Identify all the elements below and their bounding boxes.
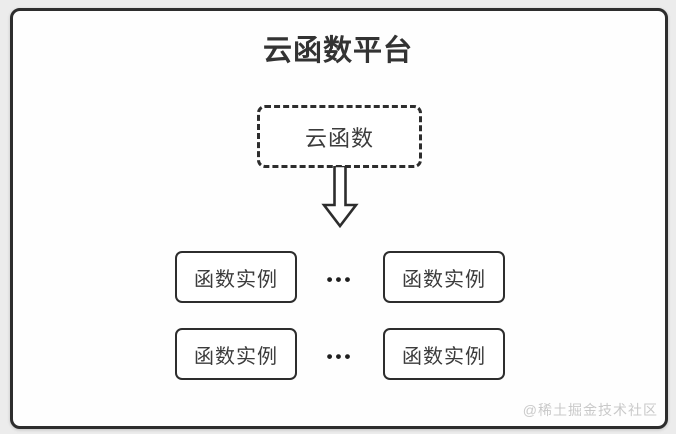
instance-row: 函数实例 ••• 函数实例 (175, 328, 505, 380)
instance-grid: 函数实例 ••• 函数实例 函数实例 ••• 函数实例 (175, 251, 505, 380)
ellipsis-dots: ••• (326, 346, 354, 366)
diagram-title: 云函数平台 (262, 35, 413, 67)
function-instance-box: 函数实例 (382, 328, 505, 380)
function-instance-box: 函数实例 (382, 251, 505, 303)
function-instance-box: 函数实例 (175, 328, 297, 380)
cloud-function-label: 云函数 (304, 125, 374, 151)
ellipsis-dots: ••• (326, 269, 354, 289)
function-instance-box: 函数实例 (175, 251, 297, 303)
watermark: @稀土掘金技术社区 (522, 402, 658, 418)
instance-row: 函数实例 ••• 函数实例 (175, 251, 505, 303)
down-arrow-icon (321, 166, 359, 228)
cloud-function-box: 云函数 (257, 105, 422, 168)
